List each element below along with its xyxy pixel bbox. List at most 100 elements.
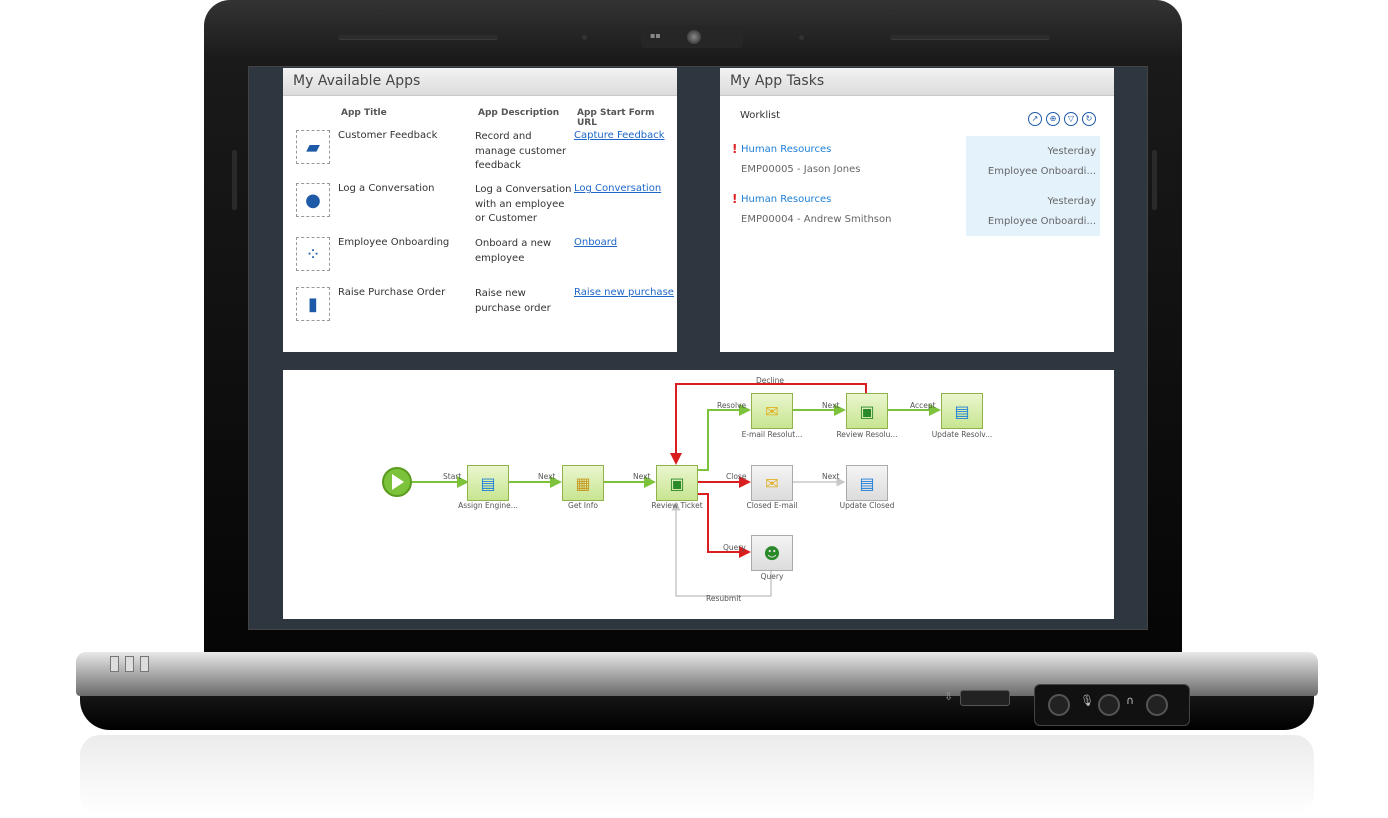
- workflow-edges-group: [411, 383, 941, 597]
- task-date: Yesterday: [1047, 196, 1096, 207]
- sensor-dot: [582, 35, 587, 40]
- open-icon[interactable]: ↗: [1028, 112, 1042, 126]
- node-label: Get Info: [568, 501, 598, 510]
- speaker-grille-right: [890, 35, 1050, 40]
- task-row[interactable]: ! Human Resources EMP00005 - Jason Jones…: [720, 136, 1114, 192]
- tasks-panel-title: My App Tasks: [720, 68, 1114, 96]
- edge-resolve: [696, 404, 751, 471]
- task-group-link[interactable]: Human Resources: [741, 144, 832, 155]
- workflow-panel: ▤ ▦ ▣ ✉ ▣ ▤ ✉ ▤ ☻ Assign Engine... Get I…: [283, 370, 1114, 619]
- folder-icon: ▤: [480, 473, 496, 493]
- app-row: ● Log a Conversation Log a Conversation …: [283, 183, 677, 235]
- priority-icon: !: [732, 142, 738, 156]
- workflow-node-get-info[interactable]: ▦: [562, 465, 604, 501]
- task-date: Yesterday: [1047, 146, 1096, 157]
- envelope-icon: ✉: [765, 401, 779, 421]
- status-led: [140, 656, 149, 672]
- node-label: Closed E-mail: [746, 501, 798, 510]
- app-title: Employee Onboarding: [338, 237, 450, 248]
- app-description: Raise new purchase order: [475, 288, 551, 314]
- workflow-node-review-resolution[interactable]: ▣: [846, 393, 888, 429]
- filter-icon[interactable]: ▽: [1064, 112, 1078, 126]
- edge-label: Close: [726, 472, 747, 481]
- database-icon: ▦: [575, 473, 591, 493]
- edge-label: Start: [443, 472, 462, 481]
- usb-port: [960, 690, 1010, 706]
- app-start-link[interactable]: Raise new purchase: [574, 287, 674, 298]
- node-label: Update Closed: [839, 501, 895, 510]
- document-icon: ▮: [296, 287, 330, 321]
- app-start-link[interactable]: Log Conversation: [574, 183, 662, 194]
- user-form-icon: ▣: [859, 401, 875, 421]
- edge-label: Accept: [910, 401, 936, 410]
- workflow-node-query[interactable]: ☻: [751, 535, 793, 571]
- refresh-icon[interactable]: ↻: [1082, 112, 1096, 126]
- status-led: [125, 656, 134, 672]
- sensor-dot: [799, 35, 804, 40]
- task-process: Employee Onboardi...: [987, 166, 1096, 177]
- play-icon: [392, 474, 404, 490]
- node-label: E-mail Resolut...: [741, 430, 803, 439]
- tasks-panel: My App Tasks Worklist ↗ ⊕ ▽ ↻ ! Human Re…: [720, 68, 1114, 352]
- node-label: Assign Engine...: [458, 501, 518, 510]
- edge-label: Next: [822, 401, 840, 410]
- lid-bumper-right: [1152, 150, 1157, 210]
- edge-label: Next: [822, 472, 840, 481]
- edge-label: Decline: [756, 376, 785, 385]
- user-icon: ☻: [763, 543, 781, 563]
- workflow-node-closed-email[interactable]: ✉: [751, 465, 793, 501]
- apps-panel: My Available Apps App Title App Descript…: [283, 68, 677, 352]
- edge-label: Resolve: [717, 401, 747, 410]
- column-header-app-description: App Description: [478, 108, 560, 118]
- app-description: Onboard a new employee: [475, 238, 552, 264]
- webcam-icon: [687, 30, 701, 44]
- task-meta-background: [966, 186, 1100, 236]
- laptop-reflection: [80, 735, 1314, 815]
- app-row: ▮ Raise Purchase Order Raise new purchas…: [283, 287, 677, 339]
- app-row: ⁘ Employee Onboarding Onboard a new empl…: [283, 237, 677, 289]
- edge-label: Query: [723, 543, 746, 552]
- status-led: [110, 656, 119, 672]
- grid-icon: ▪▪: [650, 31, 661, 40]
- edge-query: [696, 493, 751, 558]
- task-process: Employee Onboardi...: [987, 216, 1096, 227]
- headphone-icon: ∩: [1126, 694, 1135, 707]
- worklist-label: Worklist: [740, 110, 781, 121]
- workflow-node-assign[interactable]: ▤: [467, 465, 509, 501]
- app-description: Record and manage customer feedback: [475, 131, 567, 171]
- app-start-link[interactable]: Onboard: [574, 237, 618, 248]
- edge-resubmit: [671, 501, 772, 597]
- node-label: Review Resolu...: [836, 430, 898, 439]
- workflow-node-review-ticket[interactable]: ▣: [656, 465, 698, 501]
- workflow-node-update-closed[interactable]: ▤: [846, 465, 888, 501]
- folder-icon: ▤: [954, 401, 970, 421]
- audio-port: [1098, 694, 1120, 716]
- microphone-icon: 🎙: [1080, 694, 1094, 707]
- folder-icon: ▤: [859, 473, 875, 493]
- chat-bubble-icon: ▰: [296, 130, 330, 164]
- task-group-link[interactable]: Human Resources: [741, 194, 832, 205]
- task-meta-background: [966, 136, 1100, 186]
- app-title: Log a Conversation: [338, 183, 435, 194]
- envelope-icon: ✉: [765, 473, 779, 493]
- share-icon[interactable]: ⊕: [1046, 112, 1060, 126]
- task-employee: EMP00004 - Andrew Smithson: [741, 214, 892, 225]
- lid-bumper-left: [232, 150, 237, 210]
- speaker-grille-left: [338, 35, 498, 40]
- column-header-app-url: App Start Form URL: [577, 108, 655, 128]
- node-label: Query: [760, 572, 784, 581]
- task-row[interactable]: ! Human Resources EMP00004 - Andrew Smit…: [720, 186, 1114, 236]
- task-employee: EMP00005 - Jason Jones: [741, 164, 861, 175]
- audio-port: [1146, 694, 1168, 716]
- app-row: ▰ Customer Feedback Record and manage cu…: [283, 130, 677, 182]
- workflow-node-email-resolution[interactable]: ✉: [751, 393, 793, 429]
- workflow-node-update-resolved[interactable]: ▤: [941, 393, 983, 429]
- app-start-link[interactable]: Capture Feedback: [574, 130, 665, 141]
- edge-decline: [670, 383, 867, 465]
- app-title: Customer Feedback: [338, 130, 438, 141]
- app-description: Log a Conversation with an employee or C…: [475, 184, 572, 224]
- column-header-app-title: App Title: [341, 108, 387, 118]
- node-label: Review Ticket: [651, 501, 703, 510]
- usb-icon: ⇩: [944, 690, 954, 703]
- app-title: Raise Purchase Order: [338, 287, 446, 298]
